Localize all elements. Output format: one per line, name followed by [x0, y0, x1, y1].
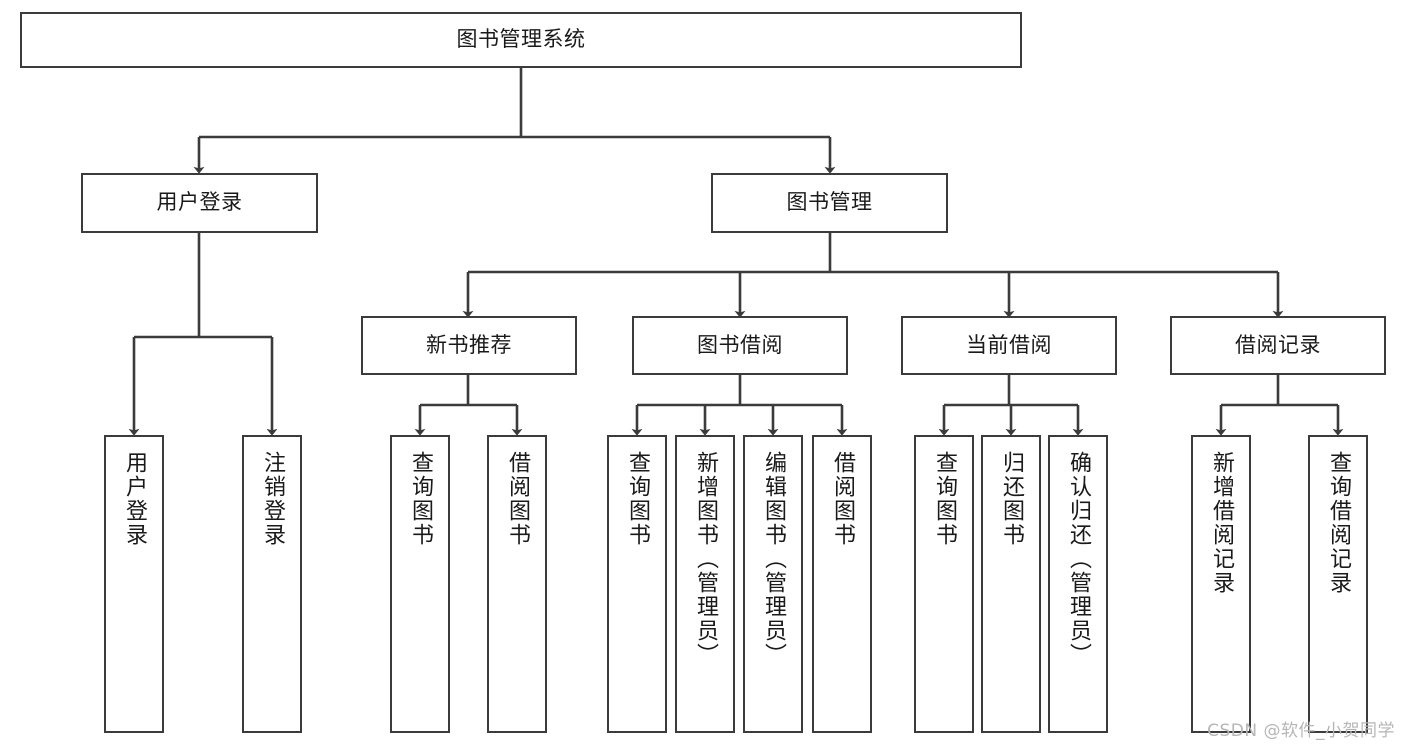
node-leaf-borrow-book-2-label: 借阅图书: [830, 451, 855, 547]
node-leaf-edit-book-label: 编辑图书（管理员）: [761, 451, 786, 667]
node-leaf-query-borrow-record-label: 查询借阅记录: [1326, 451, 1351, 595]
node-leaf-borrow-book-1-label: 借阅图书: [505, 451, 530, 547]
node-leaf-query-book-2[interactable]: 查询图书: [607, 435, 667, 733]
node-leaf-borrow-book-2[interactable]: 借阅图书: [812, 435, 872, 733]
node-new-book-recommend-label: 新书推荐: [426, 332, 512, 357]
node-book-manage[interactable]: 图书管理: [711, 173, 948, 233]
node-leaf-user-login-label: 用户登录: [122, 451, 147, 547]
node-leaf-query-borrow-record[interactable]: 查询借阅记录: [1308, 435, 1368, 733]
node-book-borrow-label: 图书借阅: [697, 332, 783, 357]
node-user-login[interactable]: 用户登录: [81, 173, 318, 233]
node-new-book-recommend[interactable]: 新书推荐: [361, 316, 577, 375]
node-current-borrow-label: 当前借阅: [966, 332, 1052, 357]
node-leaf-confirm-return-label: 确认归还（管理员）: [1066, 451, 1091, 667]
node-user-login-label: 用户登录: [156, 190, 243, 215]
node-leaf-add-borrow-record-label: 新增借阅记录: [1209, 451, 1234, 595]
node-root-label: 图书管理系统: [456, 27, 586, 52]
node-leaf-logout-login[interactable]: 注销登录: [242, 435, 302, 733]
node-leaf-query-book-3[interactable]: 查询图书: [914, 435, 974, 733]
node-leaf-user-login[interactable]: 用户登录: [104, 435, 164, 733]
csdn-watermark: CSDN @软件_小贺同学: [1207, 721, 1395, 741]
node-book-manage-label: 图书管理: [786, 190, 873, 215]
node-borrow-record[interactable]: 借阅记录: [1170, 316, 1386, 375]
node-leaf-add-book[interactable]: 新增图书（管理员）: [675, 435, 735, 733]
node-leaf-borrow-book-1[interactable]: 借阅图书: [487, 435, 547, 733]
node-borrow-record-label: 借阅记录: [1235, 332, 1321, 357]
node-leaf-return-book-label: 归还图书: [999, 451, 1024, 547]
node-leaf-query-book-1[interactable]: 查询图书: [390, 435, 450, 733]
node-leaf-query-book-3-label: 查询图书: [932, 451, 957, 547]
node-leaf-return-book[interactable]: 归还图书: [981, 435, 1041, 733]
node-leaf-query-book-2-label: 查询图书: [625, 451, 650, 547]
node-leaf-confirm-return[interactable]: 确认归还（管理员）: [1048, 435, 1108, 733]
node-leaf-edit-book[interactable]: 编辑图书（管理员）: [743, 435, 803, 733]
node-leaf-query-book-1-label: 查询图书: [408, 451, 433, 547]
node-root[interactable]: 图书管理系统: [20, 12, 1022, 68]
node-leaf-add-book-label: 新增图书（管理员）: [693, 451, 718, 667]
node-leaf-add-borrow-record[interactable]: 新增借阅记录: [1191, 435, 1251, 733]
node-book-borrow[interactable]: 图书借阅: [632, 316, 848, 375]
node-leaf-logout-login-label: 注销登录: [260, 451, 285, 547]
node-current-borrow[interactable]: 当前借阅: [901, 316, 1117, 375]
